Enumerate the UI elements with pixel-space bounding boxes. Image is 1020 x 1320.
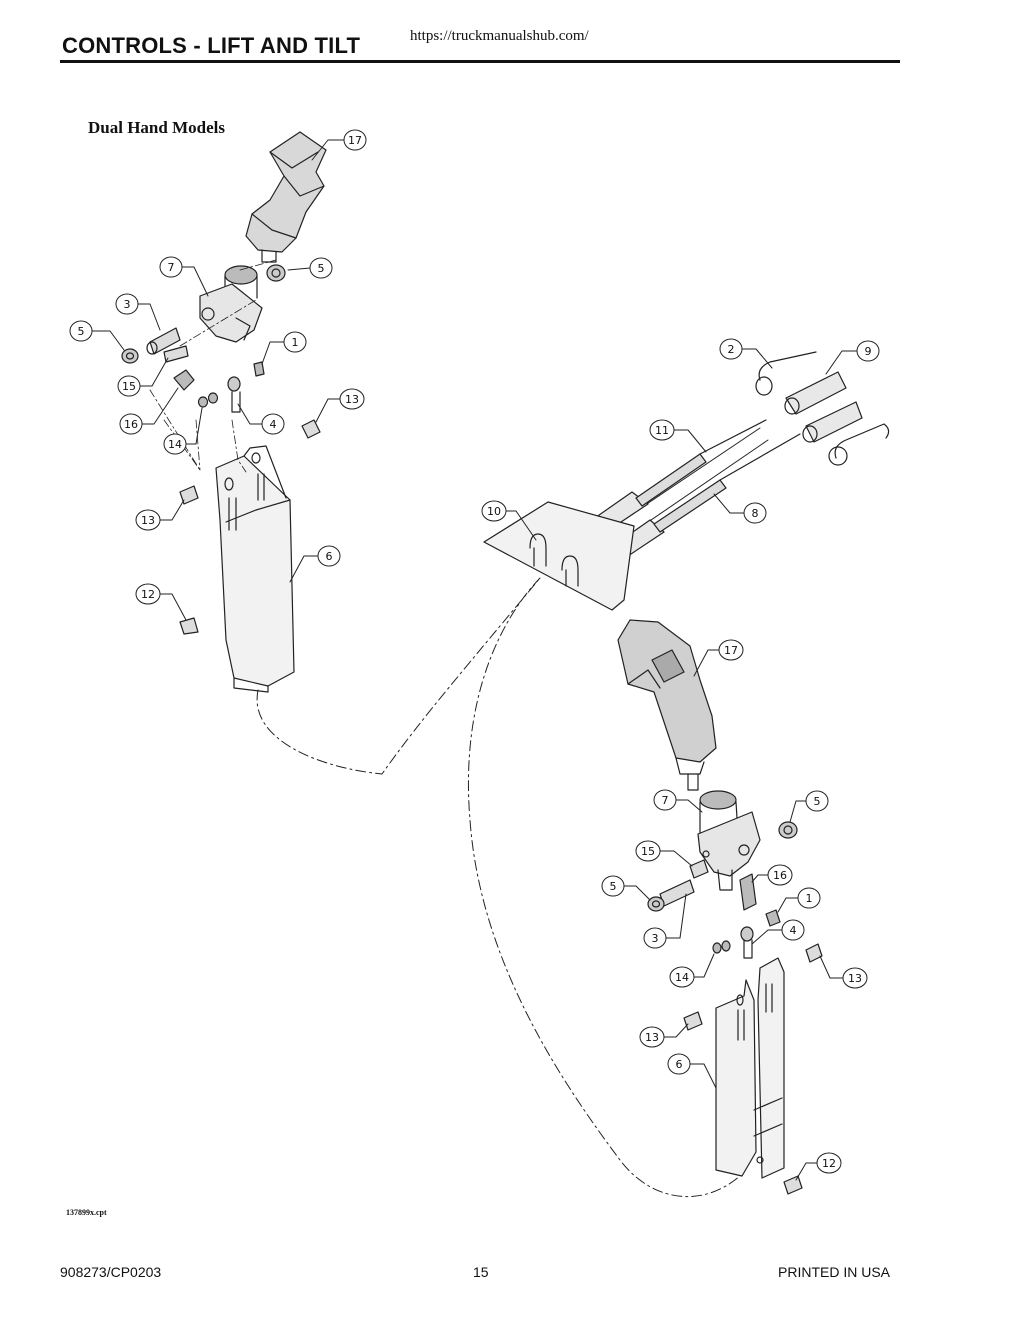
- callout-label: 7: [662, 794, 669, 807]
- callout: 17: [693, 639, 744, 677]
- left-knob: [245, 131, 327, 263]
- page-title: CONTROLS - LIFT AND TILT: [62, 33, 361, 58]
- callout-label: 6: [326, 550, 333, 563]
- callout: 1: [261, 331, 307, 365]
- callout: 9: [825, 340, 880, 375]
- header-rule: [60, 60, 900, 63]
- callout: 7: [653, 789, 703, 813]
- callout: 4: [237, 403, 285, 435]
- cable-routing-line: [256, 577, 741, 1198]
- callout: 5: [69, 320, 125, 351]
- left-small-parts: [121, 264, 321, 635]
- callout-label: 5: [814, 795, 821, 808]
- callout-label: 6: [676, 1058, 683, 1071]
- callout: 3: [643, 893, 687, 949]
- callout-label: 15: [122, 380, 136, 393]
- callout-label: 17: [348, 134, 362, 147]
- callout-label: 13: [645, 1031, 659, 1044]
- callout: 13: [315, 388, 365, 423]
- right-small-parts: [647, 821, 823, 1195]
- callout: 13: [639, 1023, 689, 1048]
- callout-label: 14: [168, 438, 182, 451]
- callout-label: 13: [141, 514, 155, 527]
- callout: 12: [135, 583, 187, 621]
- callout-label: 13: [848, 972, 862, 985]
- callout-label: 16: [124, 418, 138, 431]
- callout: 1: [777, 887, 821, 913]
- callout: 2: [719, 338, 773, 369]
- callout: 5: [601, 875, 651, 901]
- left-lever-body: [199, 265, 263, 343]
- callout: 5: [789, 790, 829, 823]
- callout-label: 1: [292, 336, 299, 349]
- callout: 4: [751, 919, 805, 945]
- cable-end-clevises: [755, 351, 890, 466]
- callout-label: 3: [124, 298, 131, 311]
- callout: 11: [649, 419, 707, 453]
- callout: 15: [117, 357, 169, 397]
- callout: 6: [667, 1053, 717, 1089]
- callout: 13: [135, 499, 185, 531]
- callout: 6: [289, 545, 341, 583]
- callout-label: 16: [773, 869, 787, 882]
- callout-label: 5: [610, 880, 617, 893]
- callout-label: 2: [728, 343, 735, 356]
- callout: 14: [163, 407, 203, 455]
- callout: 16: [751, 864, 793, 886]
- figure-subtitle: Dual Hand Models: [88, 118, 225, 137]
- cable-bracket-plate: [483, 501, 635, 611]
- callout-label: 15: [641, 845, 655, 858]
- footer-printed: PRINTED IN USA: [778, 1264, 891, 1280]
- callout-label: 5: [318, 262, 325, 275]
- footer-page-number: 15: [473, 1264, 489, 1280]
- callout: 10: [481, 500, 537, 541]
- callout-label: 5: [78, 325, 85, 338]
- callout-label: 3: [652, 932, 659, 945]
- callout-label: 4: [270, 418, 277, 431]
- callout: 7: [159, 256, 209, 297]
- callout: 5: [287, 257, 333, 279]
- callout-label: 1: [806, 892, 813, 905]
- callout: 15: [635, 840, 693, 867]
- callout: 14: [669, 953, 715, 988]
- callout-label: 14: [675, 971, 689, 984]
- callout: 3: [115, 293, 161, 331]
- callout: 13: [819, 955, 868, 989]
- callout-label: 12: [822, 1157, 836, 1170]
- figure-id: 137899x.cpt: [66, 1208, 107, 1217]
- callout-label: 9: [865, 345, 872, 358]
- callout-label: 10: [487, 505, 501, 518]
- callout-label: 17: [724, 644, 738, 657]
- callout: 16: [119, 387, 179, 435]
- callout-label: 7: [168, 261, 175, 274]
- callout-label: 4: [790, 924, 797, 937]
- callout-label: 8: [752, 507, 759, 520]
- left-mounting-bracket: [215, 445, 295, 693]
- callout-label: 11: [655, 424, 669, 437]
- callouts: 17 7 5 3 5: [69, 129, 880, 1181]
- right-mounting-bracket: [715, 957, 785, 1179]
- callout-label: 13: [345, 393, 359, 406]
- right-knob: [617, 619, 717, 791]
- footer-doc-number: 908273/CP0203: [60, 1264, 162, 1280]
- callout: 12: [795, 1152, 842, 1181]
- callout-label: 12: [141, 588, 155, 601]
- right-lever-body: [697, 790, 761, 891]
- source-url[interactable]: https://truckmanualshub.com/: [410, 28, 589, 44]
- callout: 17: [311, 129, 367, 161]
- callout: 8: [713, 493, 767, 524]
